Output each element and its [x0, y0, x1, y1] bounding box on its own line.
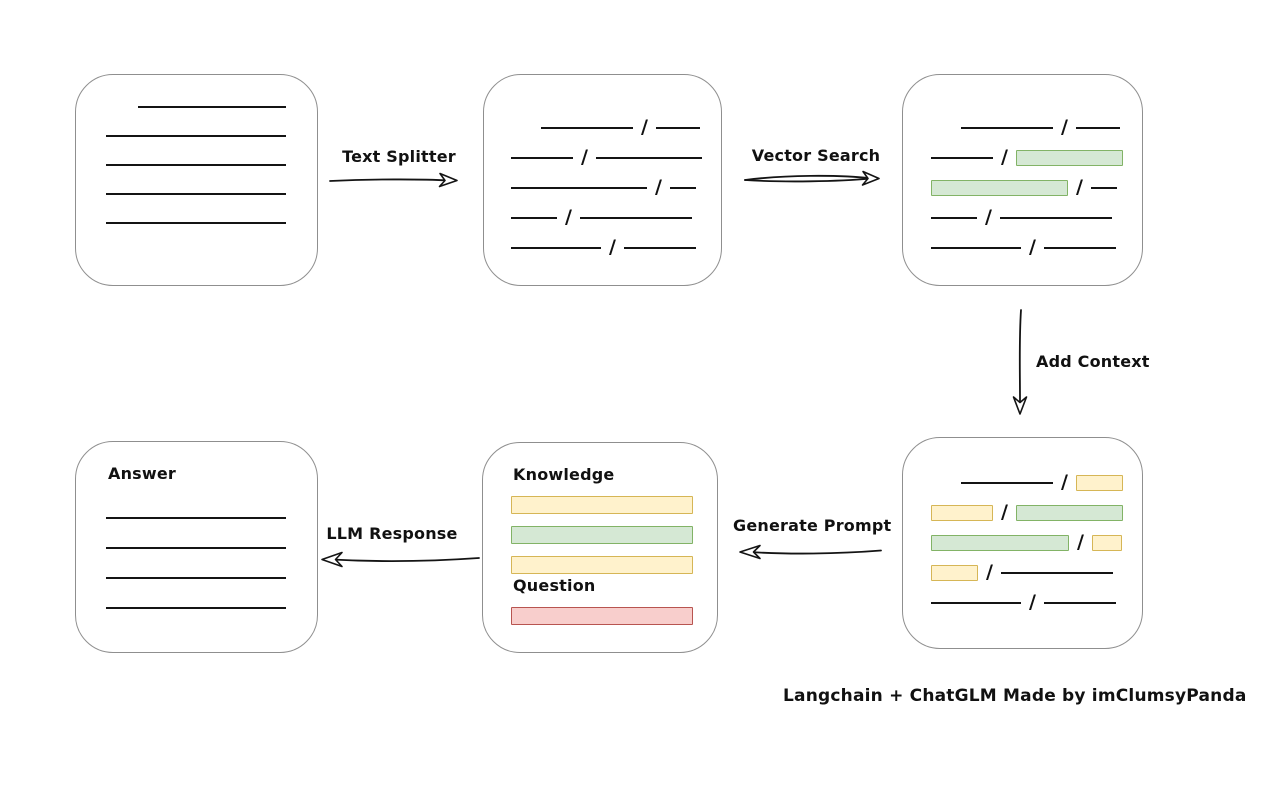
red-bar [511, 607, 693, 625]
retrieved-chunks-node: / / / / / [902, 74, 1143, 286]
text-line [931, 602, 1021, 604]
knowledge-bars [511, 496, 717, 574]
text-line [511, 217, 557, 219]
text-line [1090, 187, 1117, 189]
text-line [931, 157, 993, 159]
generate-prompt-label: Generate Prompt [733, 516, 892, 535]
text-line [106, 547, 286, 549]
chunk-row: / [511, 113, 721, 143]
chunk-row: / [931, 558, 1142, 588]
question-bars [511, 607, 717, 625]
green-bar [511, 526, 693, 544]
chunk-separator: / [655, 175, 662, 198]
text-line [961, 482, 1053, 484]
add-context-label: Add Context [1036, 352, 1150, 371]
text-line [1043, 602, 1116, 604]
chunk-separator: / [985, 205, 992, 228]
answer-lines [106, 517, 317, 609]
add-context-arrow [1012, 309, 1028, 415]
diagram-caption: Langchain + ChatGLM Made by imClumsyPand… [783, 686, 1247, 706]
text-line [511, 187, 647, 189]
chunk-row: / [931, 203, 1142, 233]
text-line [595, 157, 702, 159]
question-heading: Question [513, 576, 596, 595]
vector-search-label: Vector Search [751, 146, 881, 165]
yellow-bar [511, 496, 693, 514]
chunk-row: / [931, 528, 1142, 558]
text-line [511, 247, 601, 249]
green-highlighted-chunk [1015, 150, 1123, 166]
text-line [541, 127, 633, 129]
text-line [106, 577, 286, 579]
text-line [999, 217, 1112, 219]
text-line [138, 106, 286, 108]
chunk-separator: / [1061, 115, 1068, 138]
text-line [106, 135, 286, 137]
text-line [511, 157, 573, 159]
chunk-row: / [931, 588, 1142, 618]
text-line [1075, 127, 1120, 129]
knowledge-heading: Knowledge [513, 465, 615, 484]
text-line [931, 247, 1021, 249]
llm-response-arrow [321, 551, 480, 568]
green-highlighted-chunk [931, 180, 1068, 196]
prompt-node: Knowledge Question [482, 442, 718, 653]
source-document-node [75, 74, 318, 286]
chunk-separator: / [1029, 235, 1036, 258]
chunk-separator: / [1001, 500, 1008, 523]
chunk-row: / [511, 143, 721, 173]
generate-prompt-arrow [739, 544, 882, 560]
chunk-row: / [931, 113, 1142, 143]
text-line [1000, 572, 1113, 574]
chunk-separator: / [565, 205, 572, 228]
chunk-row: / [931, 143, 1142, 173]
llm-response-label: LLM Response [326, 524, 458, 543]
chunk-separator: / [581, 145, 588, 168]
chunk-row: / [511, 233, 721, 263]
chunk-row: / [931, 498, 1142, 528]
text-line [106, 164, 286, 166]
answer-heading: Answer [108, 464, 177, 483]
chunk-separator: / [1001, 145, 1008, 168]
chunk-row: / [931, 468, 1142, 498]
green-highlighted-chunk [1015, 505, 1123, 521]
chunk-separator: / [641, 115, 648, 138]
yellow-highlighted-chunk [931, 505, 993, 521]
chunk-row: / [931, 173, 1142, 203]
text-line [623, 247, 696, 249]
vector-search-arrow [744, 170, 880, 186]
text-line [106, 222, 286, 224]
chunk-separator: / [1076, 175, 1083, 198]
text-line [106, 517, 286, 519]
chunk-row: / [931, 233, 1142, 263]
text-splitter-label: Text Splitter [342, 147, 456, 166]
chunk-row: / [511, 173, 721, 203]
chunk-separator: / [986, 560, 993, 583]
yellow-highlighted-chunk [1091, 535, 1122, 551]
text-line [579, 217, 692, 219]
text-splitter-arrow [329, 172, 458, 188]
chunk-separator: / [609, 235, 616, 258]
answer-node: Answer [75, 441, 318, 653]
text-line [931, 217, 977, 219]
yellow-highlighted-chunk [931, 565, 978, 581]
text-line [106, 607, 286, 609]
yellow-bar [511, 556, 693, 574]
text-line [1043, 247, 1116, 249]
split-chunks-node: / / / / / [483, 74, 722, 286]
text-line [655, 127, 700, 129]
text-line [669, 187, 696, 189]
context-chunks-node: / / / / / [902, 437, 1143, 649]
chunk-separator: / [1029, 590, 1036, 613]
text-line [106, 193, 286, 195]
chunk-row: / [511, 203, 721, 233]
green-highlighted-chunk [931, 535, 1069, 551]
chunk-separator: / [1077, 530, 1084, 553]
yellow-highlighted-chunk [1075, 475, 1123, 491]
text-line [961, 127, 1053, 129]
chunk-separator: / [1061, 470, 1068, 493]
